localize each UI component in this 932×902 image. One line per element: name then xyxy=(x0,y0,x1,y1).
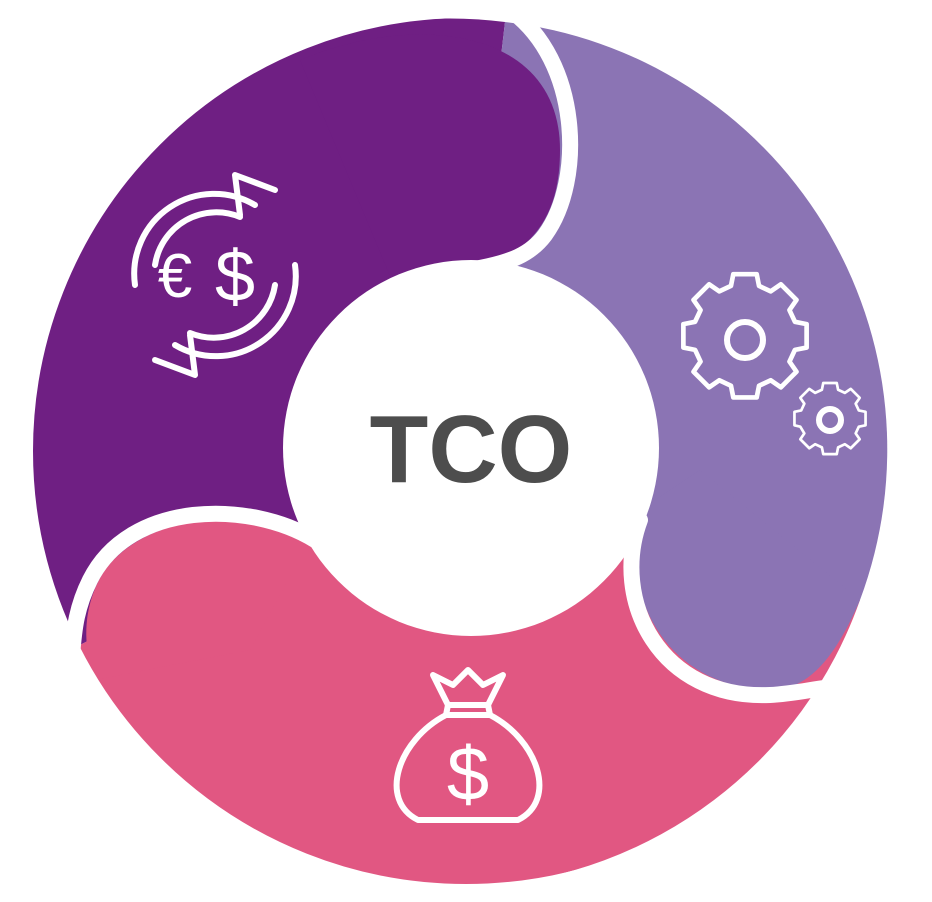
money-bag-icon: $ xyxy=(393,667,543,823)
lobe-currency-top xyxy=(300,34,560,300)
money-bag-dollar: $ xyxy=(447,732,489,817)
cycle-ring xyxy=(19,2,913,898)
divider-top xyxy=(472,2,579,276)
lobe-operations-right xyxy=(635,470,860,691)
center-circle xyxy=(283,260,659,636)
currency-exchange-icon: € $ xyxy=(131,172,299,378)
lobe-cost-left xyxy=(86,520,310,680)
gears-icon xyxy=(681,271,867,456)
svg-text:€: € xyxy=(158,242,192,311)
center-label: TCO xyxy=(370,396,573,503)
svg-text:$: $ xyxy=(215,237,255,317)
outer-edge xyxy=(19,4,913,898)
